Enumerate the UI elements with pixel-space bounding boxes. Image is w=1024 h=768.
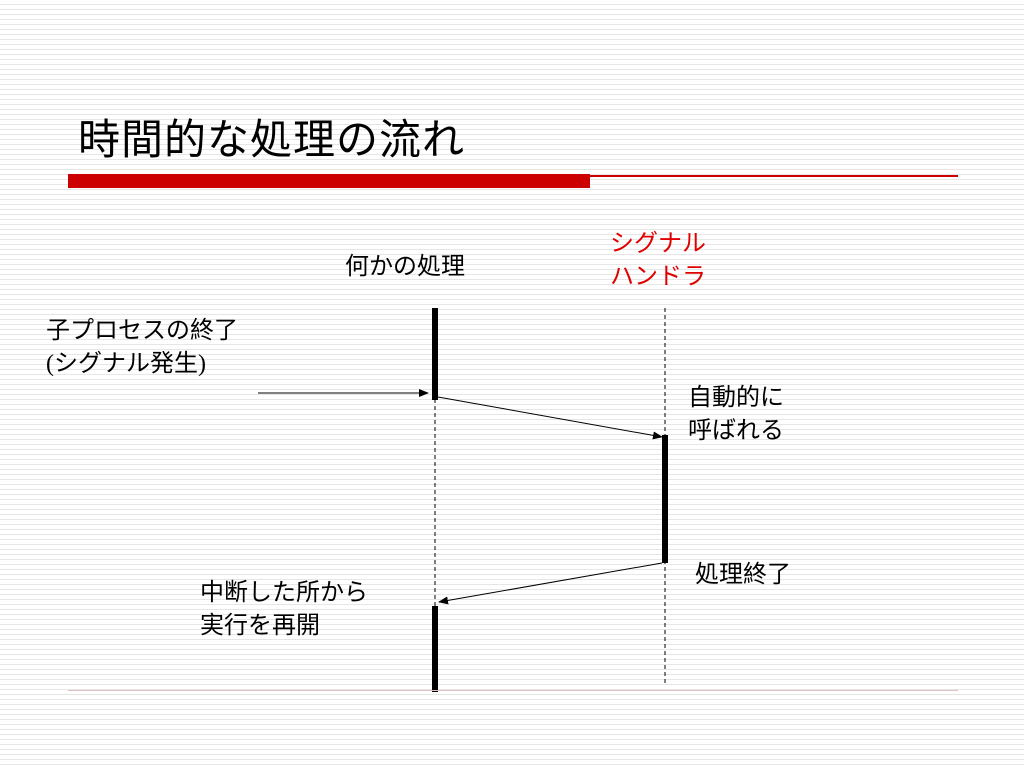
- call-handler-arrow: [437, 396, 663, 440]
- signal-handler-label-line1: シグナル: [610, 229, 706, 257]
- close-paren: ): [198, 351, 206, 377]
- bottom-rule: [68, 690, 958, 691]
- signal-event-label-line1: 子プロセスの終了: [46, 316, 238, 344]
- signal-handler-label-line2: ハンドラ: [610, 262, 706, 290]
- open-paren: (: [46, 351, 54, 377]
- auto-call-label: 自動的に 呼ばれる: [688, 381, 784, 447]
- auto-call-label-line2: 呼ばれる: [688, 416, 784, 444]
- signal-handler-label: シグナル ハンドラ: [610, 227, 706, 293]
- resume-label: 中断した所から 実行を再開: [200, 576, 368, 642]
- return-arrow: [438, 562, 663, 605]
- main-process-label: 何かの処理: [345, 252, 465, 280]
- resume-label-line1: 中断した所から: [200, 578, 368, 606]
- title-underline-line: [590, 175, 958, 177]
- slide-title: 時間的な処理の流れ: [78, 115, 466, 164]
- resume-label-line2: 実行を再開: [200, 611, 320, 639]
- signal-event-label-text: シグナル発生: [54, 349, 198, 377]
- handler-done-label: 処理終了: [695, 560, 791, 588]
- auto-call-label-line1: 自動的に: [688, 383, 784, 411]
- title-underline-bar: [68, 174, 590, 188]
- signal-event-label-line2: (シグナル発生): [46, 347, 238, 381]
- signal-event-label: 子プロセスの終了 (シグナル発生): [46, 314, 238, 381]
- main-process-activation-before: [432, 308, 438, 400]
- main-process-activation-after: [432, 606, 438, 692]
- handler-activation: [662, 435, 668, 563]
